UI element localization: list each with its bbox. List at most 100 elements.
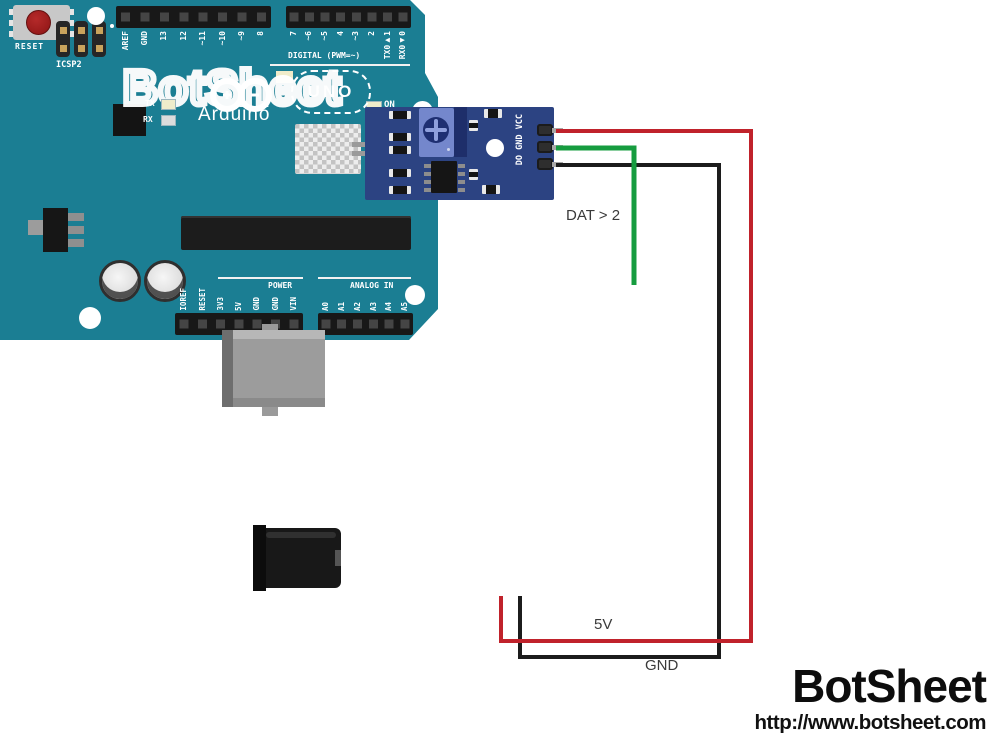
reset-button-tab (68, 20, 74, 26)
pot-marker-dot (447, 148, 450, 151)
power-jack (253, 525, 341, 591)
pin-label: A1 (336, 301, 346, 311)
tx-led (161, 99, 176, 110)
pin-label: A4 (384, 301, 394, 311)
analog-group-label: ANALOG IN (350, 281, 394, 290)
regulator-pin (68, 239, 84, 247)
comparator-ic (431, 161, 457, 193)
power-jack-notch (335, 550, 341, 566)
silkscreen-line (218, 277, 303, 279)
power-jack-face (253, 525, 266, 591)
arduino-infinity-logo-icon (210, 78, 272, 112)
wire-label-gnd: GND (645, 657, 679, 674)
pin-holes (175, 319, 303, 329)
smd-resistor (389, 111, 411, 119)
wire-stub (552, 128, 563, 133)
regulator-tab (28, 220, 43, 235)
usb-interface-chip (113, 104, 146, 136)
reset-button-tab (9, 9, 15, 15)
wire-stub (552, 162, 563, 167)
humidity-sensor-element (295, 124, 361, 174)
smd-resistor (389, 146, 411, 154)
smd-capacitor (469, 120, 478, 131)
digital-group-label: DIGITAL (PWM=~) (288, 51, 361, 60)
tx-label: TX (145, 99, 155, 108)
botsheet-logo: BotSheet http://www.botsheet.com (754, 660, 987, 735)
digital-header-right (286, 6, 411, 28)
icsp2-pin-column (56, 21, 70, 57)
potentiometer-dial-icon (423, 117, 449, 143)
smd-capacitor (469, 169, 478, 180)
pin-label: A0 (321, 301, 331, 311)
smd-resistor (484, 109, 502, 118)
ic-pin (424, 164, 431, 168)
mounting-hole (79, 307, 101, 329)
ic-pin (424, 188, 431, 192)
capacitor (99, 260, 141, 302)
regulator-pin (68, 213, 84, 221)
reset-button-tab (9, 31, 15, 37)
wire-gnd (518, 163, 721, 659)
potentiometer (419, 108, 454, 157)
ic-pin (458, 180, 465, 184)
ic-pin (458, 164, 465, 168)
pin-label: GND (270, 297, 280, 311)
pin-holes (116, 12, 271, 22)
module-pin-vcc (537, 124, 553, 136)
mounting-hole (87, 7, 105, 25)
capacitor (144, 260, 186, 302)
wire-power-5v (499, 129, 753, 643)
silkscreen-line (270, 64, 410, 66)
rx-label: RX (143, 115, 153, 124)
pin-label: A5 (400, 301, 410, 311)
reset-label: RESET (15, 42, 45, 51)
reset-button-tab (68, 9, 74, 15)
smd-resistor (389, 133, 411, 141)
ic-pin (458, 188, 465, 192)
mounting-hole (405, 285, 425, 305)
pin-label: 5V (234, 301, 244, 311)
pot-body-side (454, 107, 467, 157)
icsp2-pin-column (74, 21, 88, 57)
module-pin-do (537, 158, 553, 170)
on-label: ON (384, 100, 395, 110)
dial-cross (425, 128, 447, 132)
module-pin-labels: DO GND VCC (515, 114, 525, 166)
silkscreen-line (318, 277, 411, 279)
botsheet-watermark: BotSheet (120, 60, 344, 117)
usb-connector (222, 330, 325, 407)
power-group-label: POWER (268, 281, 293, 290)
botsheet-url: http://www.botsheet.com (754, 711, 987, 734)
pin-label: IOREF (179, 288, 189, 311)
analog-pin-labels: A0 A1 A2 A3 A4 A5 (318, 289, 413, 311)
botsheet-logo-text: BotSheet (792, 660, 987, 712)
arduino-brand-label: Arduino (198, 104, 271, 125)
reset-button-tab (68, 31, 74, 37)
pin-label: A2 (352, 301, 362, 311)
mounting-hole (486, 139, 504, 157)
ic-pin (424, 172, 431, 176)
pin-label: A3 (368, 301, 378, 311)
uno-model-badge: UNO (291, 70, 371, 114)
atmega-chip (181, 216, 411, 250)
analog-header (318, 313, 413, 335)
pin-holes (286, 12, 411, 22)
regulator-pin (68, 226, 84, 234)
icsp2-header (56, 21, 106, 57)
pin-label: RESET (197, 288, 207, 311)
voltage-regulator (43, 208, 68, 252)
power-jack-highlight (266, 532, 336, 538)
reset-button-tab (9, 20, 15, 26)
pin-label: VIN (288, 297, 298, 311)
smd-resistor (389, 186, 411, 194)
smd-resistor (389, 169, 411, 177)
reset-button-cap (26, 10, 51, 35)
wire-label-dat: DAT > 2 (566, 207, 621, 224)
wire-stub (552, 145, 563, 150)
pin-label: 3V3 (215, 297, 225, 311)
ic-pin (424, 180, 431, 184)
silkscreen-dot (110, 24, 114, 28)
pin-holes (318, 319, 413, 329)
